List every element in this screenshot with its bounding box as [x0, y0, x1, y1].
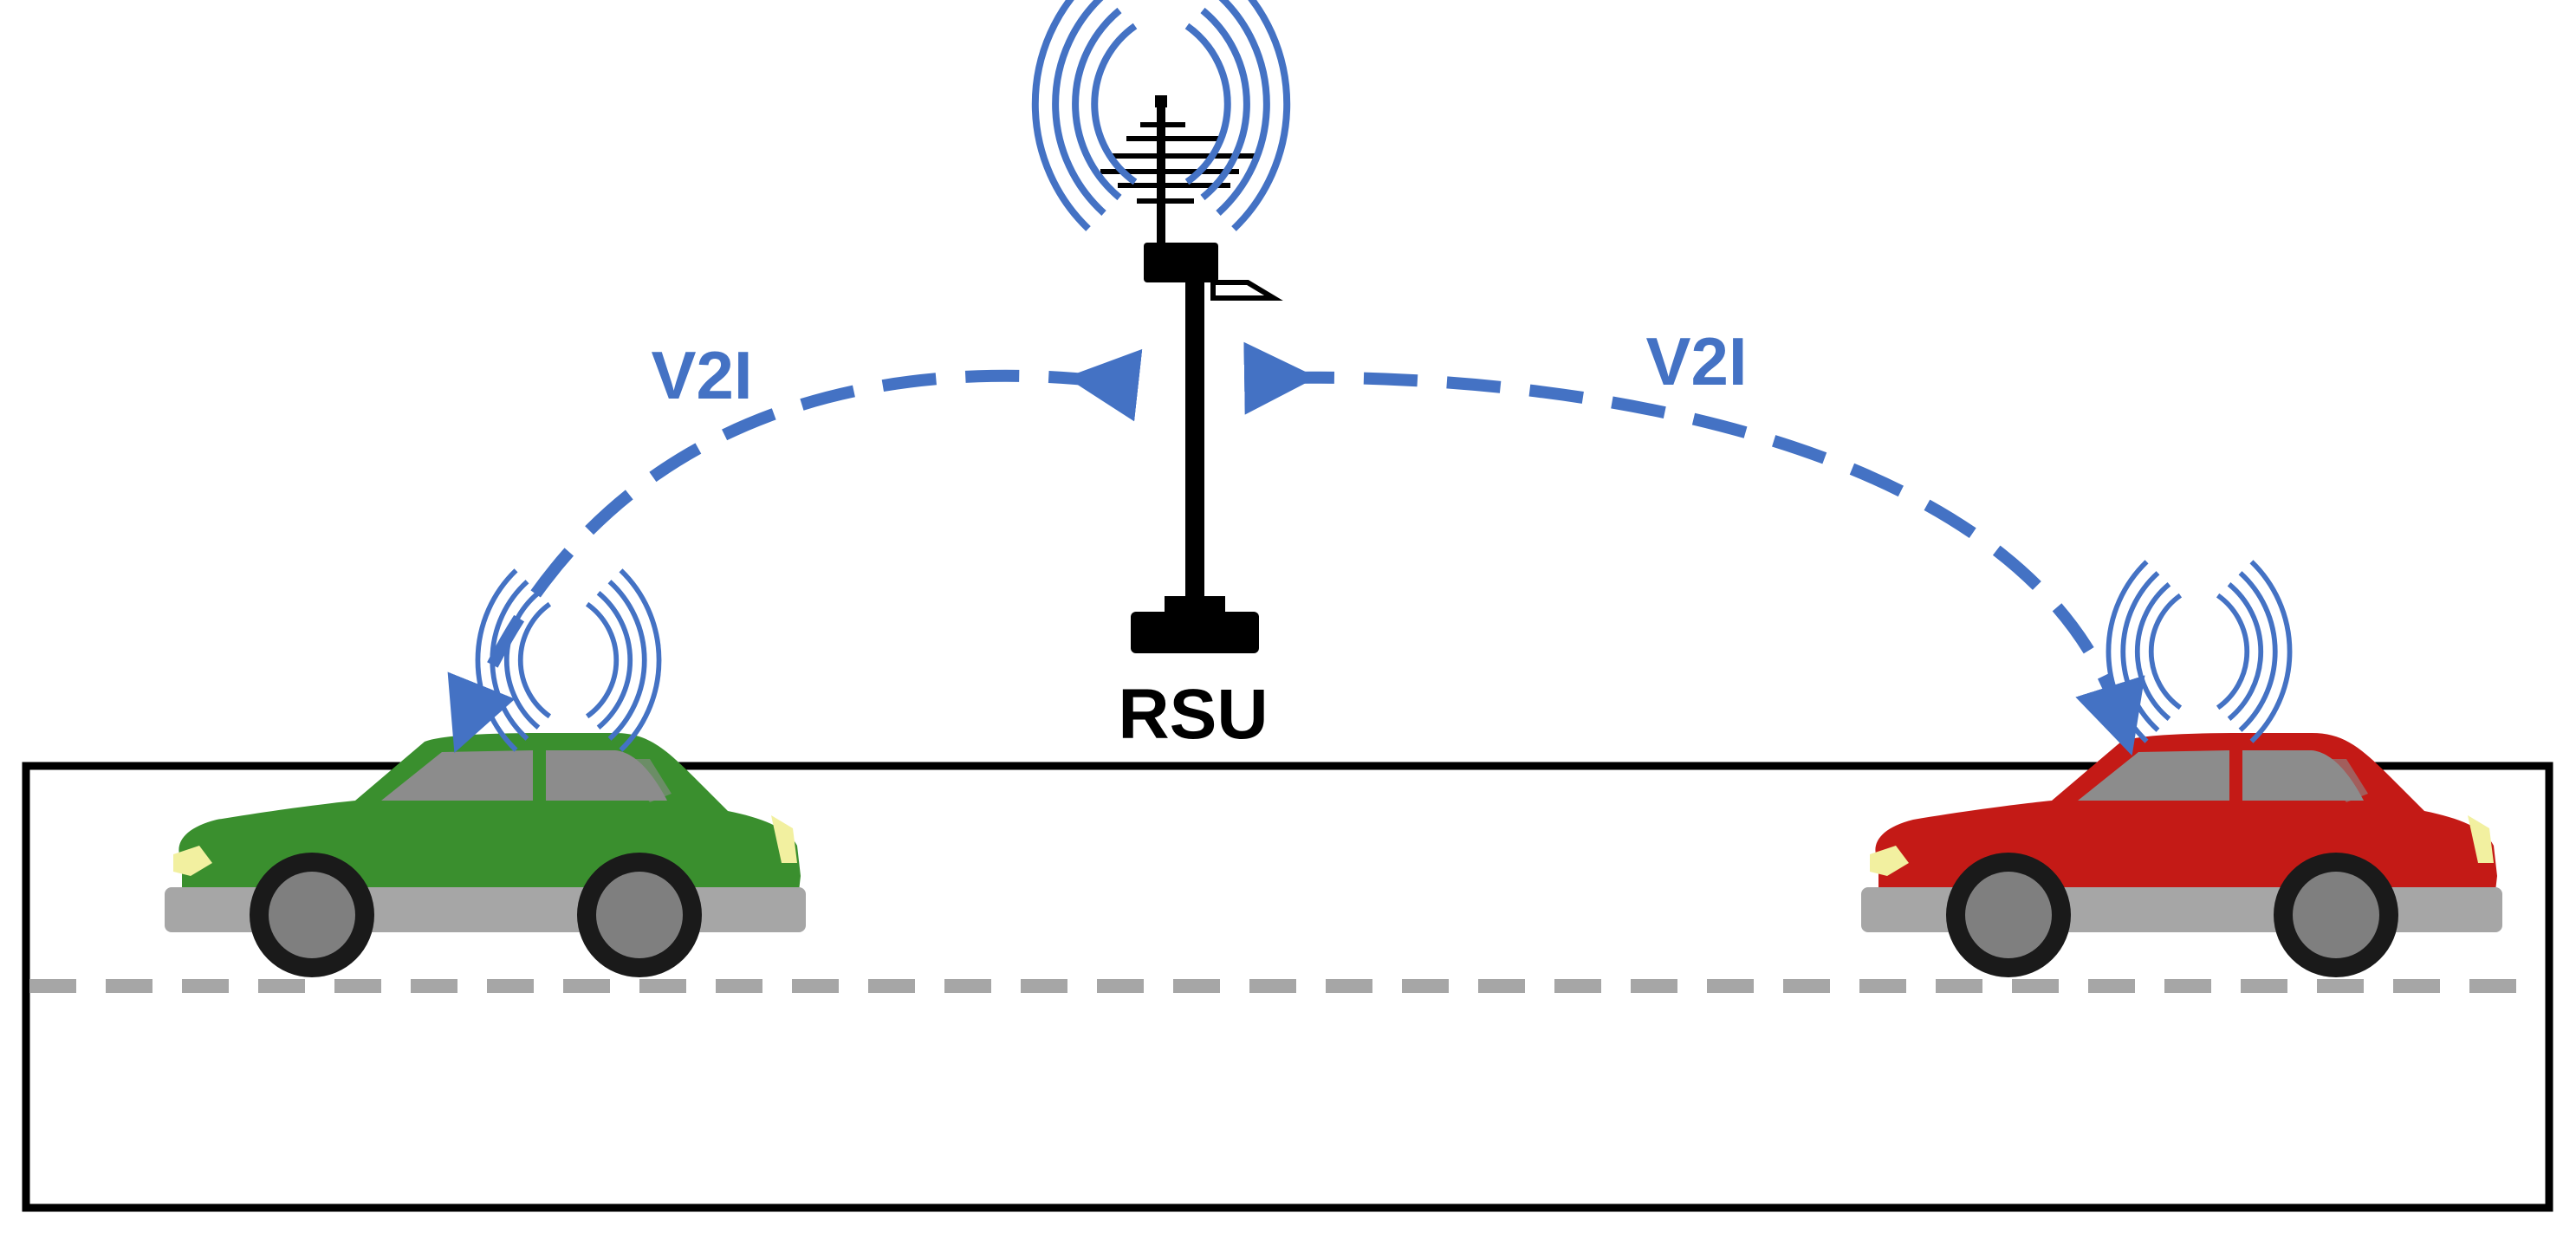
rsu-cabinet	[1144, 243, 1218, 282]
rsu-tower	[1100, 95, 1283, 653]
v2i-link-right	[1243, 341, 2145, 756]
v2i-label-left: V2I	[651, 337, 752, 413]
v2i-link-left	[447, 348, 1143, 753]
v2i-link-right-arrow	[1243, 341, 2145, 756]
rsu-pole	[1185, 260, 1204, 607]
v2i-link-left-arrow	[447, 348, 1143, 753]
car-left-signal-waves	[477, 570, 659, 749]
rsu-label: RSU	[1118, 675, 1268, 754]
car-right-signal-waves	[2108, 561, 2289, 741]
rsu-base	[1131, 612, 1259, 653]
v2i-label-right: V2I	[1645, 323, 1747, 399]
